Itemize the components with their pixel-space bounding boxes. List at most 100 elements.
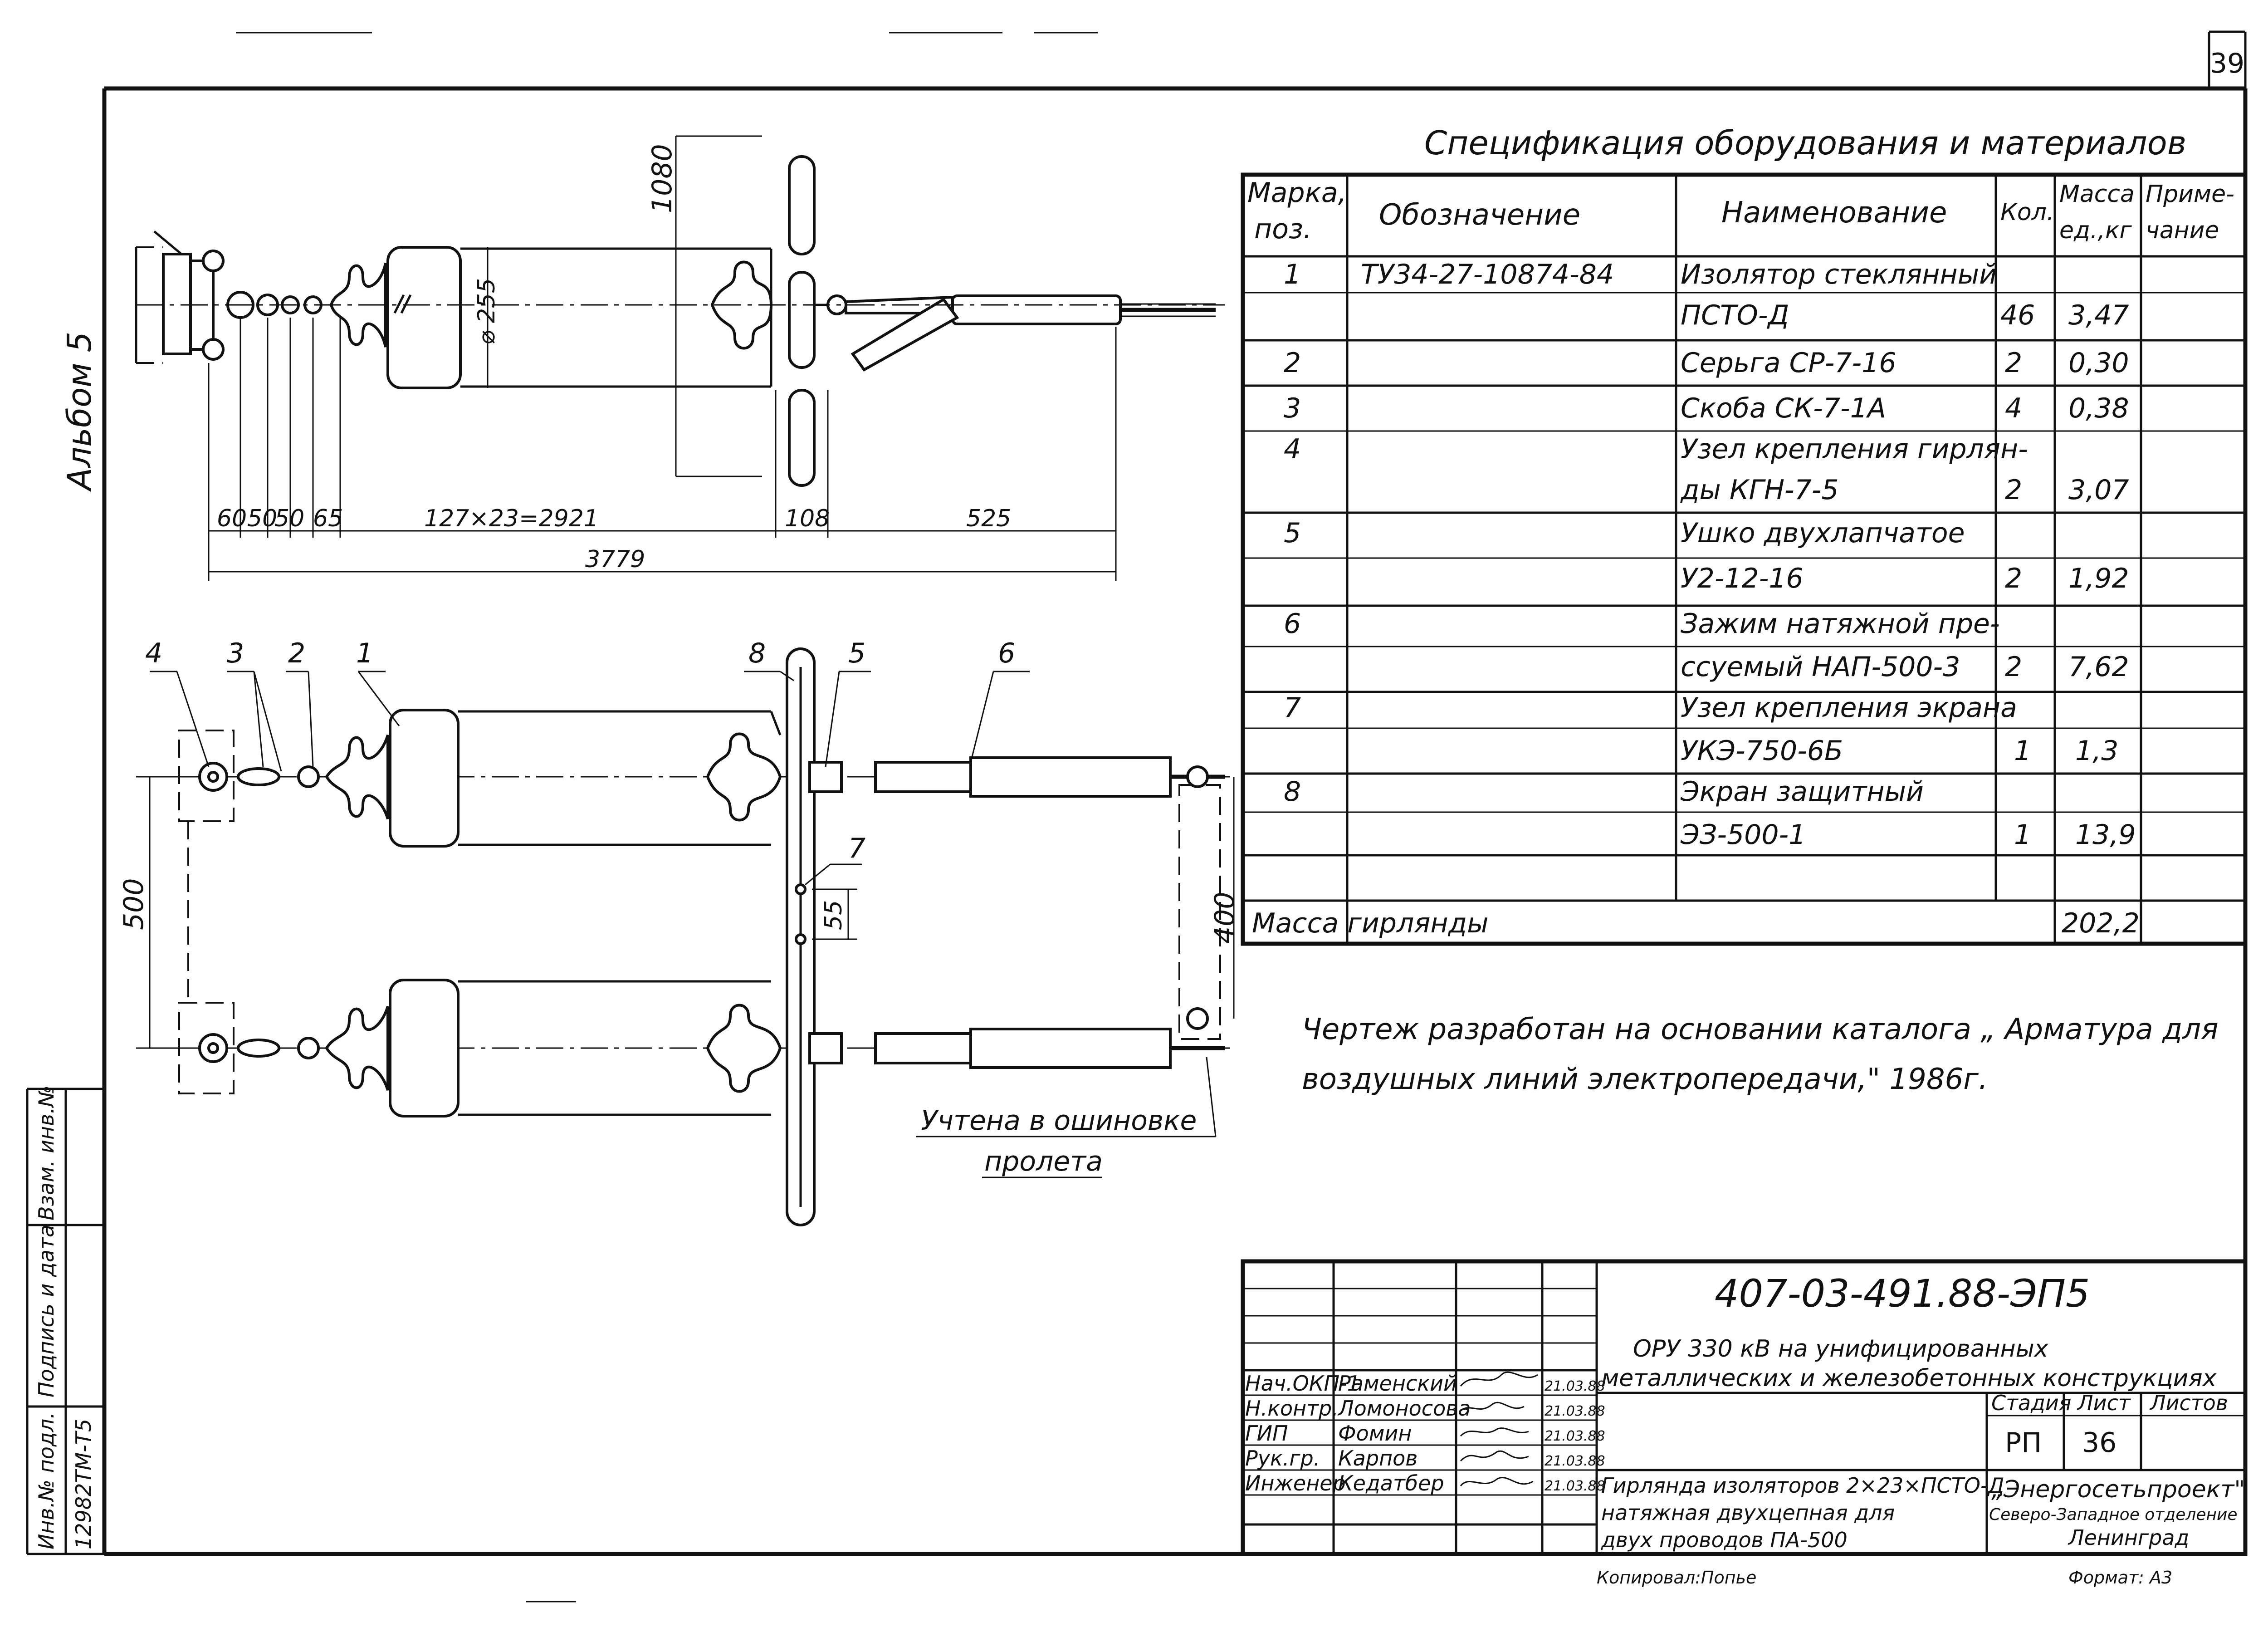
- format-label: Формат: А3: [2068, 1568, 2172, 1588]
- role: Рук.гр.: [1245, 1446, 1320, 1470]
- row-name: ссуемый НАП-500-3: [1681, 651, 1960, 683]
- row-designation: ТУ34-27-10874-84: [1361, 259, 1614, 290]
- role-date: 21.03.88: [1545, 1428, 1605, 1444]
- row-name: Изолятор стеклянный: [1681, 259, 1997, 290]
- hdr-mass-2: ед.,кг: [2059, 217, 2132, 244]
- sheet-label: Лист: [2077, 1391, 2131, 1415]
- row-name: Узел крепления экрана: [1681, 692, 2017, 724]
- album-label: Альбом 5: [60, 332, 98, 492]
- role-date: 21.03.88: [1545, 1478, 1605, 1494]
- dim-dia-255: ⌀ 255: [473, 278, 500, 345]
- row-pos: 1: [1284, 259, 1301, 290]
- hdr-mark-1: Марка,: [1247, 177, 1347, 209]
- dim-400: 400: [1209, 892, 1241, 944]
- spec-title: Спецификация оборудования и материалов: [1424, 124, 2186, 162]
- row-qty: 1: [2014, 819, 2031, 851]
- stamp-sign-date: Подпись и дата: [34, 1225, 59, 1397]
- role: Инженер: [1245, 1471, 1346, 1495]
- pos-4-label: 4: [145, 637, 162, 669]
- row-pos: 3: [1284, 392, 1301, 424]
- org-branch: Северо-Западное отделение: [1989, 1505, 2238, 1524]
- row-mass: 7,62: [2068, 651, 2129, 683]
- hdr-designation: Обозначение: [1379, 198, 1580, 232]
- row-name: Серьга СР-7-16: [1681, 347, 1897, 379]
- role-name: Раменский: [1338, 1371, 1457, 1396]
- project-line-2: металлических и железобетонных конструкц…: [1601, 1365, 2217, 1392]
- callout-line-2: пролета: [984, 1146, 1103, 1177]
- row-qty: 4: [2005, 392, 2022, 424]
- row-qty: 46: [2000, 299, 2035, 331]
- row-mass: 3,07: [2068, 474, 2129, 506]
- spec-rows: 1 ТУ34-27-10874-84 Изолятор стеклянный П…: [1252, 259, 2140, 939]
- copied-by: Копировал:Попье: [1597, 1568, 1756, 1588]
- drawing-name-1: Гирлянда изоляторов 2×23×ПСТО-Д: [1601, 1473, 2004, 1498]
- row-mass: 0,30: [2068, 347, 2129, 379]
- dim-50b: 50: [274, 505, 304, 532]
- dim-55: 55: [820, 900, 847, 930]
- row-name: Узел крепления гирлян-: [1681, 433, 2028, 465]
- role-date: 21.03.88: [1545, 1453, 1605, 1469]
- note-line-1: Чертеж разработан на основании каталога …: [1302, 1013, 2219, 1046]
- hdr-mark-2: поз.: [1254, 213, 1312, 245]
- row-qty: 1: [2014, 735, 2031, 767]
- row-name: Скоба СК-7-1А: [1681, 392, 1886, 424]
- row-name: ПСТО-Д: [1681, 299, 1789, 331]
- row-name: ды КГН-7-5: [1680, 474, 1839, 506]
- role: Нач.ОКП-1: [1245, 1371, 1360, 1396]
- spec-table-grid: [1241, 172, 2248, 946]
- role: ГИП: [1245, 1421, 1288, 1446]
- row-name: Зажим натяжной пре-: [1681, 608, 2000, 640]
- role-name: Кедатбер: [1338, 1471, 1444, 1495]
- dim-chain: 127×23=2921: [424, 505, 599, 532]
- hdr-note-1: Приме-: [2146, 181, 2234, 208]
- row-mass: 13,9: [2075, 819, 2136, 851]
- role: Н.контр.: [1245, 1396, 1339, 1421]
- pos-8-label: 8: [748, 637, 766, 669]
- row-pos: 5: [1284, 517, 1301, 549]
- title-block-grid: [1241, 1259, 2248, 1556]
- drawing-name-3: двух проводов ПА-500: [1601, 1528, 1848, 1552]
- row-pos: 4: [1284, 433, 1301, 465]
- dim-50a: 50: [247, 505, 277, 532]
- dim-60: 60: [217, 505, 247, 532]
- row-name: УКЭ-750-6Б: [1681, 735, 1843, 767]
- callout-line-1: Учтена в ошиновке: [921, 1105, 1197, 1137]
- row-qty: 2: [2005, 347, 2022, 379]
- dim-65: 65: [313, 505, 343, 532]
- stage-value: РП: [2005, 1427, 2042, 1459]
- stamp-inv-orig: Инв.№ подл.: [34, 1412, 59, 1549]
- sheet-value: 36: [2082, 1427, 2116, 1459]
- row-mass: 1,3: [2075, 735, 2118, 767]
- pos-3-label: 3: [227, 637, 244, 669]
- row-qty: 2: [2005, 474, 2022, 506]
- total-label: Масса гирлянды: [1252, 907, 1488, 939]
- pos-2-label: 2: [288, 637, 305, 669]
- role-name: Карпов: [1338, 1446, 1418, 1470]
- drawing-code: 407-03-491.88-ЭП5: [1715, 1271, 2090, 1316]
- side-stamp: [26, 1088, 106, 1555]
- front-view: [136, 647, 1235, 1226]
- pos-1-label: 1: [356, 637, 373, 669]
- row-pos: 7: [1284, 692, 1301, 724]
- row-qty: 2: [2005, 651, 2022, 683]
- stamp-inv-repl: Взам. инв.№: [34, 1085, 59, 1220]
- row-pos: 6: [1284, 608, 1301, 640]
- top-view: [135, 135, 1225, 581]
- row-qty: 2: [2005, 563, 2022, 594]
- row-name: Ушко двухлапчатое: [1681, 517, 1965, 549]
- hdr-name: Наименование: [1721, 196, 1947, 230]
- signature-rows: Нач.ОКП-1 Раменский 21.03.88 Н.контр. Ло…: [1245, 1371, 1605, 1495]
- hdr-qty: Кол.: [2000, 199, 2054, 226]
- pos-6-label: 6: [998, 637, 1015, 669]
- dim-525: 525: [966, 505, 1011, 532]
- role-name: Фомин: [1338, 1421, 1412, 1446]
- sheets-label: Листов: [2149, 1391, 2228, 1415]
- org-city: Ленинград: [2068, 1525, 2189, 1550]
- signature-scribbles: [1460, 1371, 1538, 1487]
- pos-7-label: 7: [848, 833, 865, 864]
- org-name: „Энергосетьпроект": [1991, 1476, 2245, 1503]
- row-mass: 0,38: [2068, 392, 2129, 424]
- stage-label: Стадия: [1991, 1391, 2071, 1415]
